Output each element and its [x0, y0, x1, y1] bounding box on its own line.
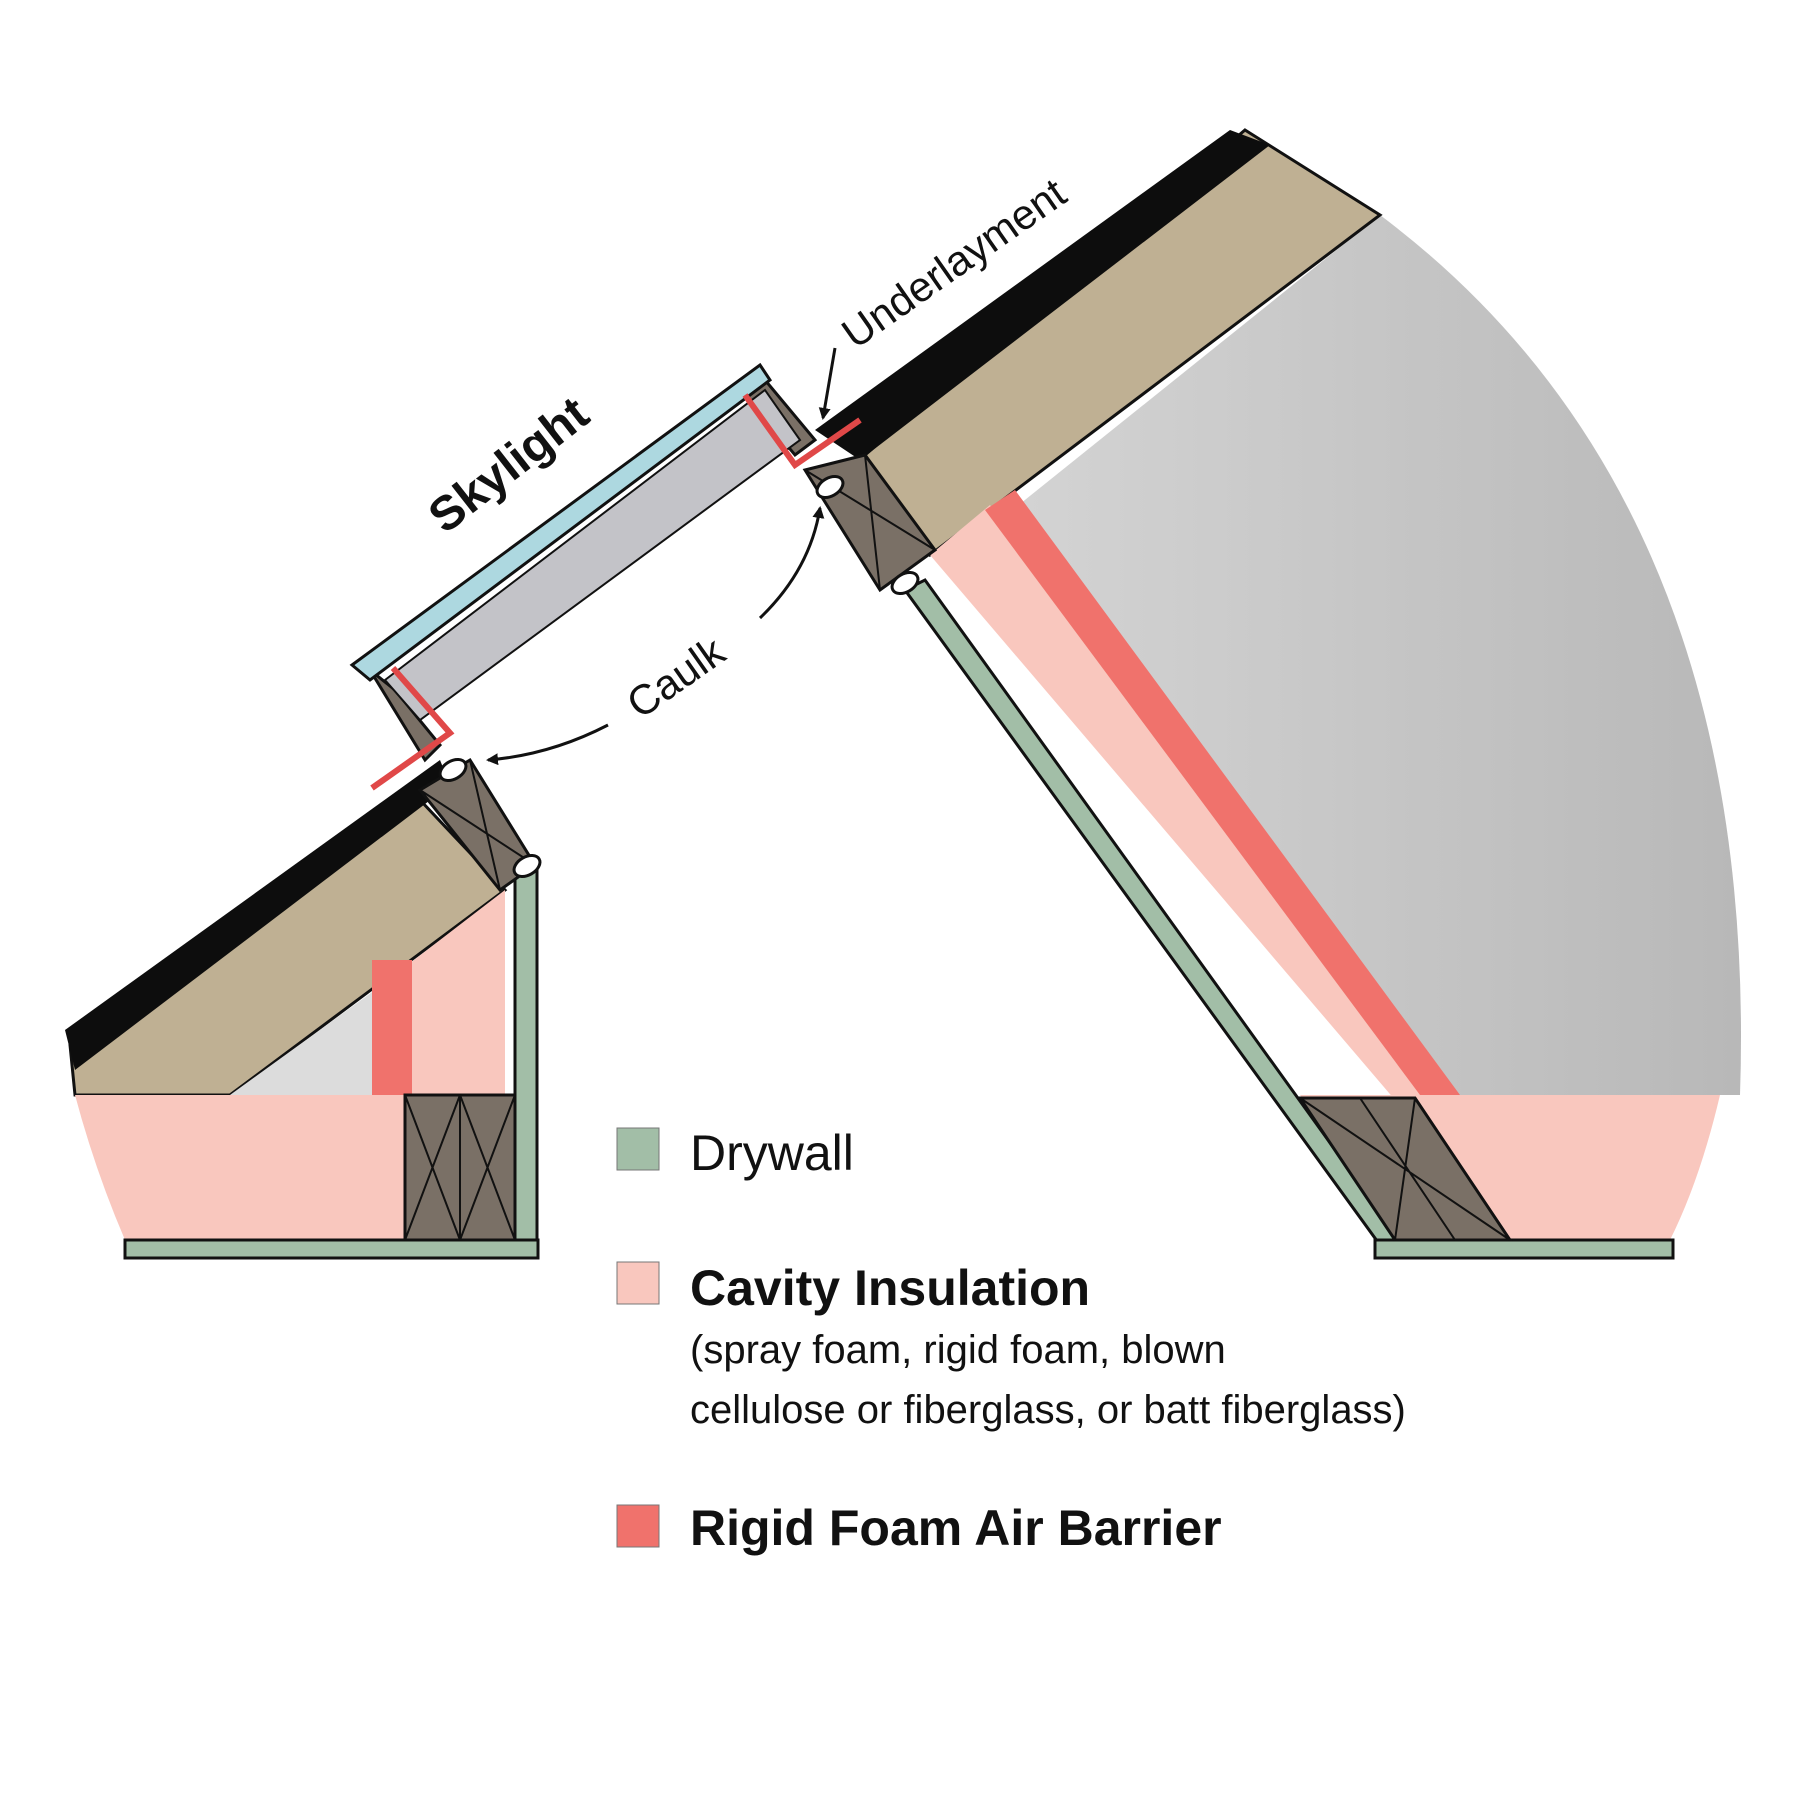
caulk-label: Caulk [618, 627, 734, 728]
cavity-insulation-floor-left [75, 1095, 505, 1240]
caulk-bead [815, 475, 845, 499]
legend-title-drywall: Drywall [690, 1125, 854, 1181]
skylight-shaft [383, 388, 802, 722]
underlayment-arrow [818, 347, 837, 420]
drywall-floor-right [1373, 1238, 1675, 1260]
legend-title-cavity: Cavity Insulation [690, 1260, 1090, 1316]
skylight-glass [349, 362, 773, 682]
roofing-right [815, 130, 1270, 460]
legend-swatch-drywall [616, 1127, 660, 1171]
legend-subtitle-cavity-1: (spray foam, rigid foam, blown [690, 1328, 1226, 1372]
drywall-floor-left [123, 1238, 540, 1260]
legend-subtitle-cavity-2: cellulose or fiberglass, or batt fibergl… [690, 1388, 1406, 1432]
legend-swatch-rigid [616, 1504, 660, 1548]
rigid-foam-right [985, 490, 1460, 1095]
roofing-left [65, 760, 450, 1070]
caulk-bead [438, 758, 468, 782]
right-roof-section [802, 128, 1741, 1260]
drywall-wall-left [513, 863, 539, 1245]
flashing-left [370, 666, 455, 791]
legend-title-rigid: Rigid Foam Air Barrier [690, 1500, 1222, 1556]
flashing-right [742, 393, 862, 470]
legend: Drywall Cavity Insulation (spray foam, r… [616, 1125, 1406, 1556]
left-roof-section [65, 757, 542, 1260]
caulk-arrow-left [486, 723, 609, 766]
caulk-arrow-right [758, 506, 825, 620]
attic-space-left [230, 990, 375, 1095]
caulk-bead [512, 854, 542, 878]
attic-space [1000, 215, 1741, 1095]
skylight-assembly [349, 362, 862, 791]
rigid-foam-left [372, 960, 412, 1095]
legend-swatch-cavity [616, 1261, 660, 1305]
caulk-bead [890, 571, 920, 595]
